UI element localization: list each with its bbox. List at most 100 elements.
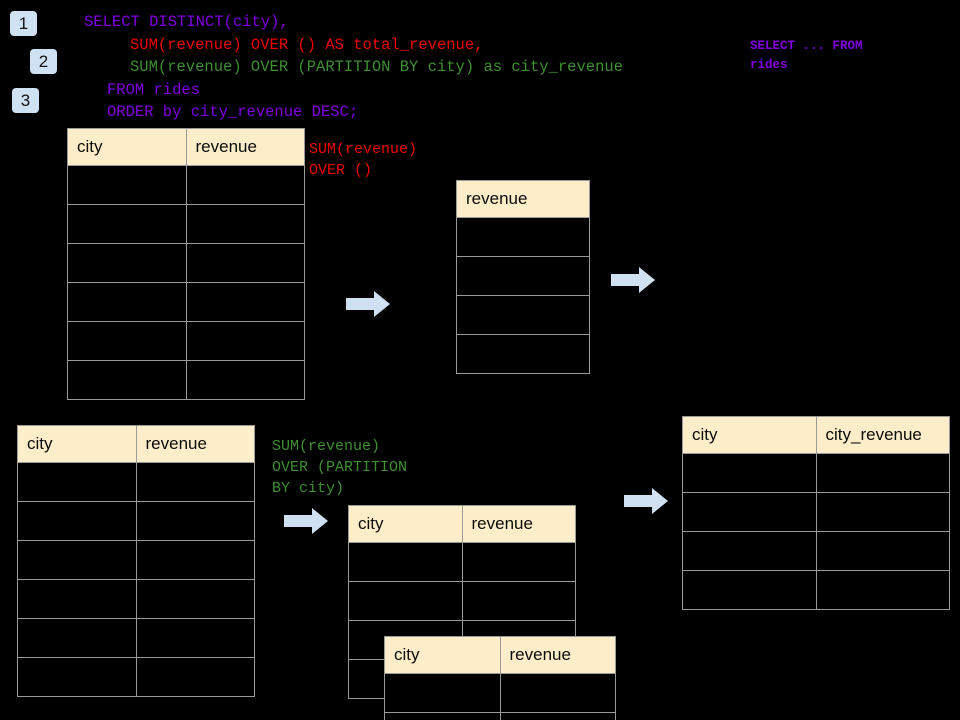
table-row bbox=[67, 204, 305, 244]
table-header-row: revenue bbox=[456, 180, 590, 218]
cell bbox=[682, 531, 817, 571]
cell bbox=[348, 581, 463, 621]
table-row bbox=[67, 321, 305, 361]
table-row bbox=[67, 282, 305, 322]
table-header-row: city revenue bbox=[384, 636, 616, 674]
table-body bbox=[17, 462, 255, 697]
cell bbox=[815, 492, 950, 532]
sql-line-order-by: ORDER by city_revenue DESC; bbox=[107, 103, 359, 121]
cell bbox=[815, 531, 950, 571]
cell bbox=[67, 360, 187, 400]
annotation-select-from-rides: SELECT ... FROM rides bbox=[750, 39, 863, 72]
table-row bbox=[384, 673, 616, 713]
cell bbox=[384, 712, 501, 720]
arrow-partition-to-final-icon bbox=[624, 488, 668, 514]
table-row bbox=[67, 243, 305, 283]
cell bbox=[461, 542, 576, 582]
cell bbox=[185, 360, 305, 400]
cell bbox=[185, 165, 305, 205]
column-header-city: city bbox=[384, 636, 501, 674]
step-badge-3: 3 bbox=[12, 88, 39, 113]
cell bbox=[67, 204, 187, 244]
column-header-revenue: revenue bbox=[456, 180, 590, 218]
cell bbox=[135, 462, 255, 502]
table-row bbox=[348, 542, 576, 582]
table-header-row: city revenue bbox=[17, 425, 255, 463]
table-body bbox=[67, 165, 305, 400]
cell bbox=[67, 282, 187, 322]
column-header-city: city bbox=[67, 128, 187, 166]
arrow-source-to-partition-icon bbox=[284, 508, 328, 534]
cell bbox=[499, 712, 616, 720]
table-row bbox=[17, 579, 255, 619]
cell bbox=[682, 492, 817, 532]
table-row bbox=[17, 462, 255, 502]
cell bbox=[135, 657, 255, 697]
cell bbox=[17, 657, 137, 697]
table-body bbox=[456, 217, 590, 374]
table-row bbox=[348, 581, 576, 621]
table-row bbox=[17, 657, 255, 697]
cell bbox=[17, 618, 137, 658]
cell bbox=[815, 453, 950, 493]
table-row bbox=[17, 618, 255, 658]
table-header-row: city city_revenue bbox=[682, 416, 950, 454]
cell bbox=[461, 581, 576, 621]
table-row bbox=[17, 540, 255, 580]
column-header-revenue: revenue bbox=[499, 636, 616, 674]
table-body bbox=[682, 453, 950, 610]
table-row bbox=[67, 165, 305, 205]
table-row bbox=[456, 334, 590, 374]
cell bbox=[185, 321, 305, 361]
cell bbox=[185, 243, 305, 283]
table-header-row: city revenue bbox=[348, 505, 576, 543]
column-header-revenue: revenue bbox=[185, 128, 305, 166]
table-row bbox=[682, 453, 950, 493]
cell bbox=[815, 570, 950, 610]
table-row bbox=[682, 570, 950, 610]
cell bbox=[67, 321, 187, 361]
table-final-result: city city_revenue bbox=[682, 416, 950, 610]
table-row bbox=[456, 217, 590, 257]
cell bbox=[384, 673, 501, 713]
cell bbox=[17, 579, 137, 619]
sql-line-from-rides: FROM rides bbox=[107, 81, 201, 99]
cell bbox=[185, 204, 305, 244]
annotation-sum-over-partition: SUM(revenue) OVER (PARTITION BY city) bbox=[272, 438, 408, 497]
cell bbox=[135, 618, 255, 658]
column-header-city-revenue: city_revenue bbox=[815, 416, 950, 454]
cell bbox=[67, 165, 187, 205]
annotation-sum-over-empty: SUM(revenue) OVER () bbox=[309, 141, 418, 179]
cell bbox=[348, 542, 463, 582]
cell bbox=[135, 501, 255, 541]
cell bbox=[456, 217, 590, 257]
column-header-city: city bbox=[17, 425, 137, 463]
cell bbox=[682, 453, 817, 493]
table-row bbox=[682, 492, 950, 532]
table-partition-group-b: city revenue bbox=[384, 636, 616, 720]
table-row bbox=[384, 712, 616, 720]
column-header-revenue: revenue bbox=[135, 425, 255, 463]
cell bbox=[17, 462, 137, 502]
table-row bbox=[456, 295, 590, 335]
cell bbox=[682, 570, 817, 610]
sql-line-sum-over-partition: SUM(revenue) OVER (PARTITION BY city) as… bbox=[130, 58, 623, 76]
arrow-total-to-final-icon bbox=[611, 267, 655, 293]
table-row bbox=[456, 256, 590, 296]
cell bbox=[135, 540, 255, 580]
arrow-source-to-total-icon bbox=[346, 291, 390, 317]
table-source-bottom: city revenue bbox=[17, 425, 255, 697]
step-badge-2: 2 bbox=[30, 49, 57, 74]
cell bbox=[67, 243, 187, 283]
cell bbox=[185, 282, 305, 322]
column-header-city: city bbox=[682, 416, 817, 454]
cell bbox=[17, 501, 137, 541]
sql-line-select-distinct: SELECT DISTINCT(city), bbox=[84, 13, 289, 31]
column-header-city: city bbox=[348, 505, 463, 543]
cell bbox=[456, 295, 590, 335]
column-header-revenue: revenue bbox=[461, 505, 576, 543]
cell bbox=[499, 673, 616, 713]
cell bbox=[135, 579, 255, 619]
cell bbox=[456, 334, 590, 374]
